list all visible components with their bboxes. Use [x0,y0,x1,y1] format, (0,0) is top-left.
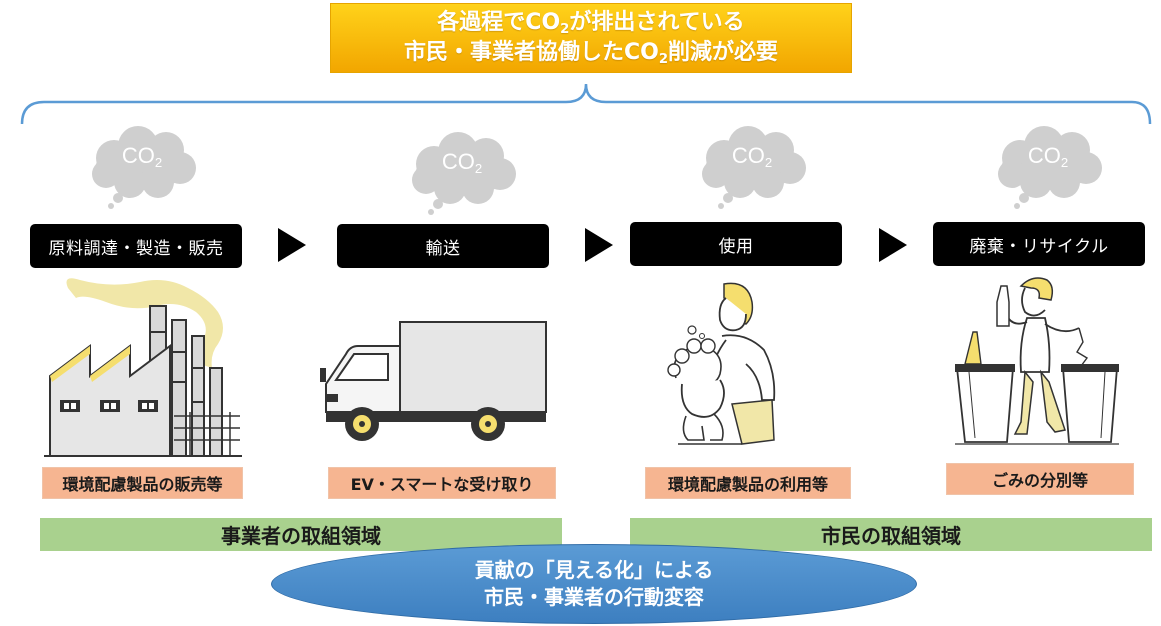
factory-icon [44,278,242,457]
co2-emission-banner: 各過程でCO2が排出されている 市民・事業者協働したCO2削減が必要 [330,3,852,73]
co2-label: CO2 [731,143,773,170]
stage-caption-production: 環境配慮製品の販売等 [42,467,243,499]
cloud-icon [998,126,1102,209]
co2-cloud-3: CO2 [690,122,814,212]
cloud-icon [412,132,516,215]
parent-bathing-child-icon [667,282,776,445]
flow-arrow-icon [585,228,613,262]
flow-arrow-icon [879,228,907,262]
cloud-icon [702,126,806,209]
stage-label-disposal: 廃棄・リサイクル [933,222,1145,266]
co2-cloud-4: CO2 [986,122,1110,212]
truck-icon [320,321,547,441]
banner-line-1: 各過程でCO2が排出されている [437,10,745,37]
flow-arrow-icon [278,228,306,262]
behavior-change-ellipse: 貢献の「見える化」による 市民・事業者の行動変容 [271,544,917,624]
co2-label: CO2 [1027,143,1069,170]
co2-label: CO2 [121,143,163,170]
cloud-icon [92,126,196,209]
business-area-bar: 事業者の取組領域 [40,518,562,551]
co2-cloud-2: CO2 [400,128,524,218]
grouping-brace [20,83,1152,125]
ellipse-line-2: 市民・事業者の行動変容 [484,585,704,609]
stage-label-use: 使用 [630,222,842,266]
banner-line-2: 市民・事業者協働したCO2削減が必要 [403,40,779,67]
stage-caption-transport: EV・スマートな受け取り [328,467,556,499]
co2-label: CO2 [441,149,483,176]
ellipse-line-1: 貢献の「見える化」による [474,558,714,582]
stage-caption-use: 環境配慮製品の利用等 [645,467,851,499]
citizen-area-bar: 市民の取組領域 [630,518,1152,551]
sorting-trash-icon [955,277,1119,445]
stage-label-production: 原料調達・製造・販売 [30,224,242,268]
stage-caption-disposal: ごみの分別等 [946,463,1134,495]
co2-cloud-1: CO2 [80,122,204,212]
stage-label-transport: 輸送 [337,224,549,268]
